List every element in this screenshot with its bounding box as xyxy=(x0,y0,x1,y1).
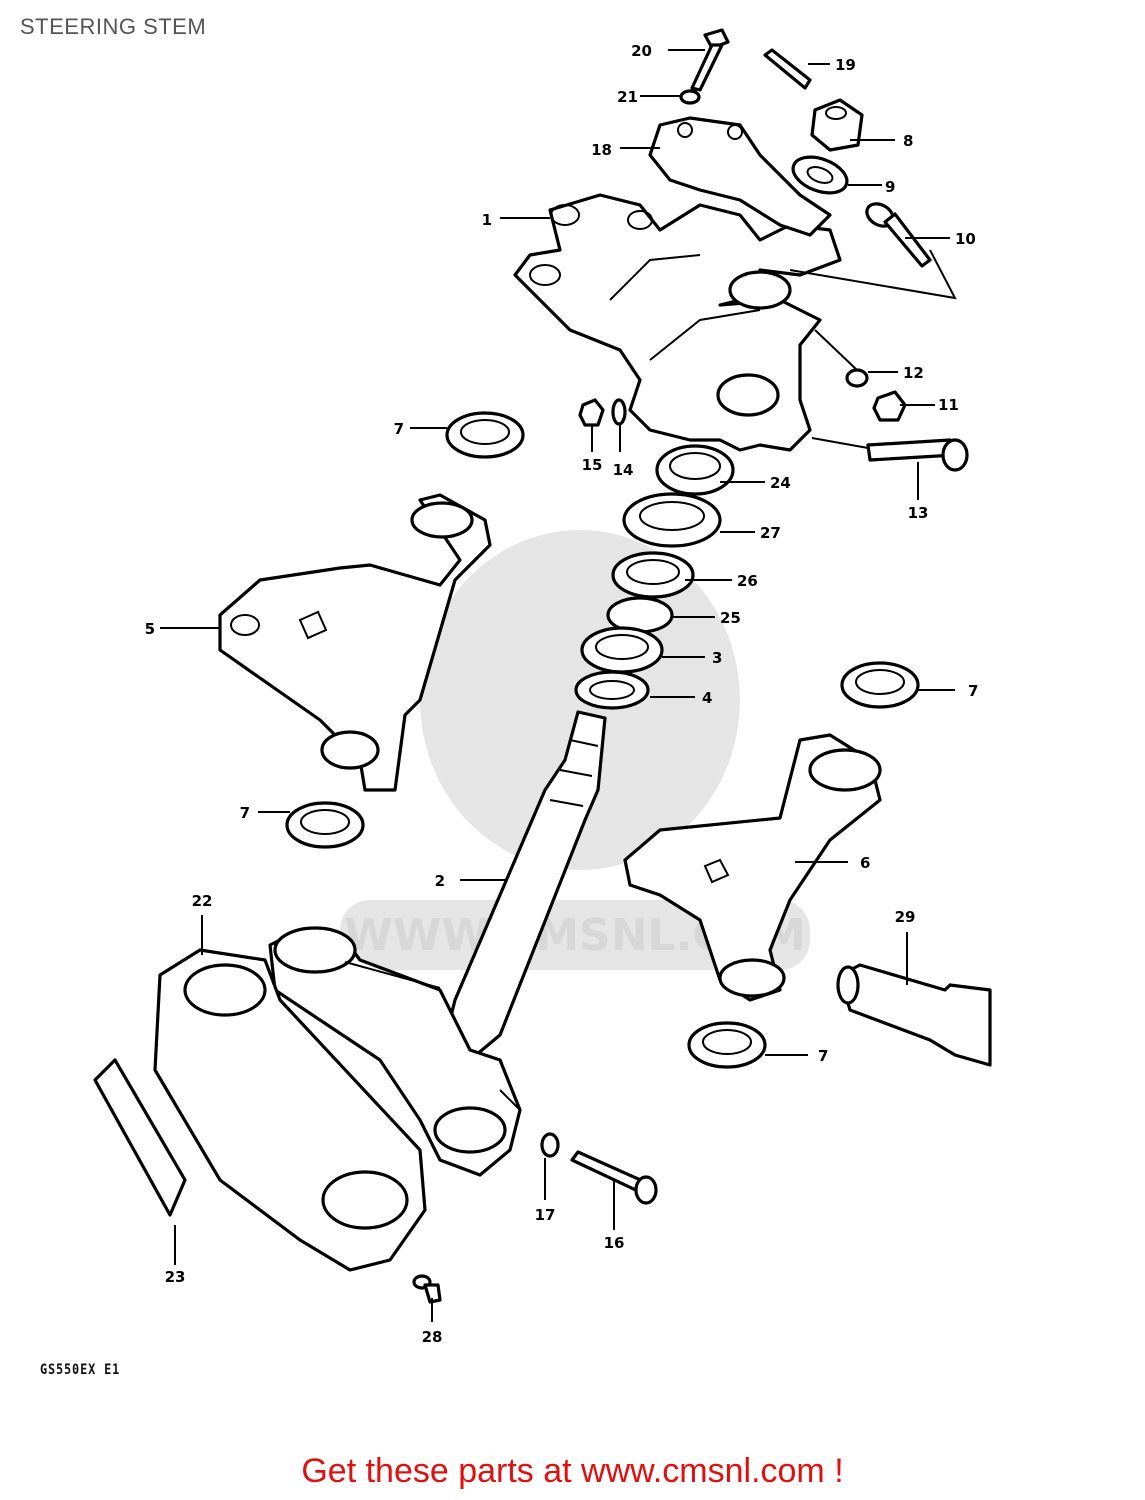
lower-bracket[interactable] xyxy=(268,926,522,1177)
nut-11[interactable] xyxy=(872,390,907,422)
callout-10: 10 xyxy=(955,230,976,248)
part-29[interactable] xyxy=(836,963,992,1067)
bolt-20[interactable] xyxy=(690,28,730,92)
diagram-code: GS550EX E1 xyxy=(40,1362,121,1378)
callout-16: 16 xyxy=(604,1234,625,1252)
callout-9: 9 xyxy=(885,178,895,196)
callout-7d: 7 xyxy=(818,1047,828,1065)
stem-nut-8[interactable] xyxy=(810,98,864,152)
leader-lines xyxy=(160,49,957,1322)
washer-21[interactable] xyxy=(679,89,701,105)
handlebar-holder[interactable] xyxy=(648,116,832,237)
callout-6: 6 xyxy=(860,854,870,872)
callout-20: 20 xyxy=(631,42,652,60)
callout-13: 13 xyxy=(908,504,929,522)
callout-27: 27 xyxy=(760,524,781,542)
callout-17: 17 xyxy=(535,1206,556,1224)
callout-15: 15 xyxy=(582,456,603,474)
callout-14: 14 xyxy=(613,461,634,479)
callout-24: 24 xyxy=(770,474,791,492)
washer-9[interactable] xyxy=(788,150,852,199)
callout-7b: 7 xyxy=(968,682,978,700)
screw-28[interactable] xyxy=(412,1274,442,1304)
callout-4: 4 xyxy=(702,689,712,707)
grommet-7d[interactable] xyxy=(687,1021,767,1069)
footer-link[interactable]: Get these parts at www.cmsnl.com ! xyxy=(0,1452,1145,1491)
plate-19[interactable] xyxy=(763,48,812,90)
bolt-10[interactable] xyxy=(863,199,932,268)
footer-link-text[interactable]: Get these parts at www.cmsnl.com ! xyxy=(301,1452,844,1490)
callout-5: 5 xyxy=(145,620,155,638)
bolt-13[interactable] xyxy=(866,438,969,472)
callout-23: 23 xyxy=(165,1268,186,1286)
callout-21: 21 xyxy=(617,88,638,106)
nut-15[interactable] xyxy=(578,398,605,427)
callout-26: 26 xyxy=(737,572,758,590)
upper-bracket[interactable] xyxy=(513,193,842,452)
callout-19: 19 xyxy=(835,56,856,74)
grommet-7b[interactable] xyxy=(840,661,920,709)
bracket-cover-22[interactable] xyxy=(153,948,427,1272)
callout-3: 3 xyxy=(712,649,722,667)
callout-22: 22 xyxy=(192,892,213,910)
grommet-7c[interactable] xyxy=(285,801,365,849)
washer-17[interactable] xyxy=(540,1132,560,1158)
callout-7a: 7 xyxy=(394,420,404,438)
callout-25: 25 xyxy=(720,609,741,627)
callout-29: 29 xyxy=(895,908,916,926)
callout-28: 28 xyxy=(422,1328,443,1346)
headlight-bracket-5[interactable] xyxy=(218,493,492,792)
callouts: 20 21 19 8 9 10 18 1 12 11 13 15 14 7 24… xyxy=(145,42,979,1346)
page-title: STEERING STEM xyxy=(20,14,207,39)
callout-2: 2 xyxy=(435,872,445,890)
emblem-23[interactable] xyxy=(93,1058,187,1217)
callout-1: 1 xyxy=(482,211,492,229)
bearing-stack[interactable] xyxy=(574,444,735,710)
grommet-7a[interactable] xyxy=(445,411,525,459)
callout-7c: 7 xyxy=(240,804,250,822)
washer-12[interactable] xyxy=(845,368,869,388)
washer-4 xyxy=(574,670,650,710)
callout-11: 11 xyxy=(938,396,959,414)
callout-18: 18 xyxy=(591,141,612,159)
callout-12: 12 xyxy=(903,364,924,382)
callout-8: 8 xyxy=(903,132,913,150)
headlight-bracket-6[interactable] xyxy=(623,733,882,1002)
bolt-16[interactable] xyxy=(570,1150,658,1205)
washer-14[interactable] xyxy=(611,398,627,426)
